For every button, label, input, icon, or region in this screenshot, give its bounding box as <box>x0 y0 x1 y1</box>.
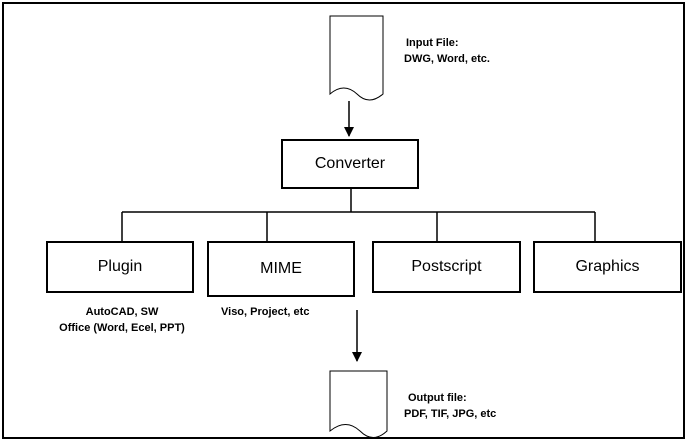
plugin-notes-line1: AutoCAD, SW <box>85 306 159 318</box>
input-document-icon <box>329 15 384 101</box>
plugin-notes-line2: Office (Word, Ecel, PPT) <box>59 322 185 334</box>
input-file-label: Input File: DWG, Word, etc. <box>404 35 490 67</box>
plugin-box: Plugin <box>46 241 194 293</box>
postscript-box: Postscript <box>372 241 521 293</box>
connector-tree <box>121 188 596 241</box>
converter-label: Converter <box>314 155 386 172</box>
mime-box: MIME <box>207 241 355 297</box>
mime-notes-line1: Viso, Project, etc <box>221 306 310 318</box>
output-file-title: Output file: <box>408 392 467 404</box>
plugin-notes: AutoCAD, SW Office (Word, Ecel, PPT) <box>27 304 217 336</box>
output-document-icon <box>329 370 388 438</box>
input-file-types: DWG, Word, etc. <box>404 53 490 65</box>
converter-box: Converter <box>281 139 419 189</box>
graphics-box: Graphics <box>533 241 682 293</box>
input-file-title: Input File: <box>406 37 459 49</box>
mime-label: MIME <box>260 260 302 277</box>
postscript-label: Postscript <box>411 258 482 275</box>
output-file-types: PDF, TIF, JPG, etc <box>404 408 497 420</box>
diagram-frame <box>2 2 685 439</box>
graphics-label: Graphics <box>575 258 640 275</box>
output-file-label: Output file: PDF, TIF, JPG, etc <box>404 390 496 422</box>
plugin-label: Plugin <box>97 258 143 275</box>
mime-notes: Viso, Project, etc <box>221 304 309 320</box>
